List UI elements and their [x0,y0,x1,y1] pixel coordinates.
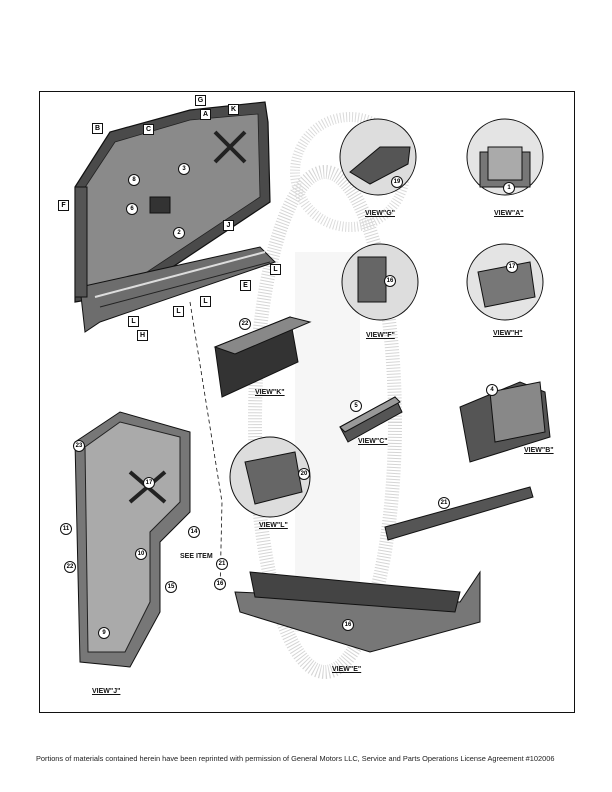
view-label-h: VIEW"H" [493,330,523,337]
callout-number: 10 [135,548,147,560]
view-a-detail [466,118,544,196]
view-label-a: VIEW"A" [494,210,524,217]
view-label-j: VIEW"J" [92,688,121,695]
leader-line [189,301,223,593]
view-c-part [339,396,403,443]
callout-number: 8 [128,174,140,186]
view-g-detail [339,118,417,196]
callout-letter: K [228,104,239,115]
copyright-footer: Portions of materials contained herein h… [36,754,555,763]
callout-letter: H [137,330,148,341]
door-frame-part [74,101,276,333]
callout-number: 14 [188,526,200,538]
diagram-frame: VIEW"G" VIEW"A" VIEW"F" VIEW"H" VIEW"K" … [39,91,575,713]
callout-number: 6 [126,203,138,215]
callout-letter: J [223,220,234,231]
view-label-l: VIEW"L" [259,522,288,529]
callout-number: 19 [391,176,403,188]
callout-number: 3 [178,163,190,175]
view-label-k: VIEW"K" [255,389,285,396]
callout-number: 16 [384,275,396,287]
callout-letter: L [173,306,184,317]
callout-letter: L [128,316,139,327]
callout-letter: F [58,200,69,211]
diagram-illustration [74,101,551,679]
callout-number: 15 [165,581,177,593]
callout-letter: L [200,296,211,307]
callout-number: 16 [214,578,226,590]
callout-number: 22 [64,561,76,573]
callout-letter: G [195,95,206,106]
view-h-detail [466,243,544,321]
callout-number: 17 [143,477,155,489]
callout-letter: E [240,280,251,291]
view-label-e: VIEW"E" [332,666,362,673]
view-label-f: VIEW"F" [366,332,395,339]
callout-number: 11 [60,523,72,535]
view-label-g: VIEW"G" [365,210,395,217]
callout-number: 16 [342,619,354,631]
strip-part [384,486,534,541]
callout-number: 21 [216,558,228,570]
view-e-part [234,570,481,653]
callout-number: 9 [98,627,110,639]
view-k-part [213,316,312,398]
view-l-detail [229,436,311,518]
view-label-c: VIEW"C" [358,438,388,445]
callout-letter: C [143,124,154,135]
callout-number: 21 [438,497,450,509]
callout-letter: L [270,264,281,275]
see-item-label: SEE ITEM [180,553,213,560]
view-b-part [459,381,551,463]
view-f-detail [341,243,419,321]
view-j-panel [74,411,191,668]
callout-letter: B [92,123,103,134]
callout-number: 23 [73,440,85,452]
callout-number: 4 [486,384,498,396]
callout-number: 2 [173,227,185,239]
callout-number: 1 [503,182,515,194]
callout-number: 5 [350,400,362,412]
callout-number: 17 [506,261,518,273]
callout-number: 20 [298,468,310,480]
view-label-b: VIEW"B" [524,447,554,454]
callout-letter: A [200,109,211,120]
callout-number: 22 [239,318,251,330]
